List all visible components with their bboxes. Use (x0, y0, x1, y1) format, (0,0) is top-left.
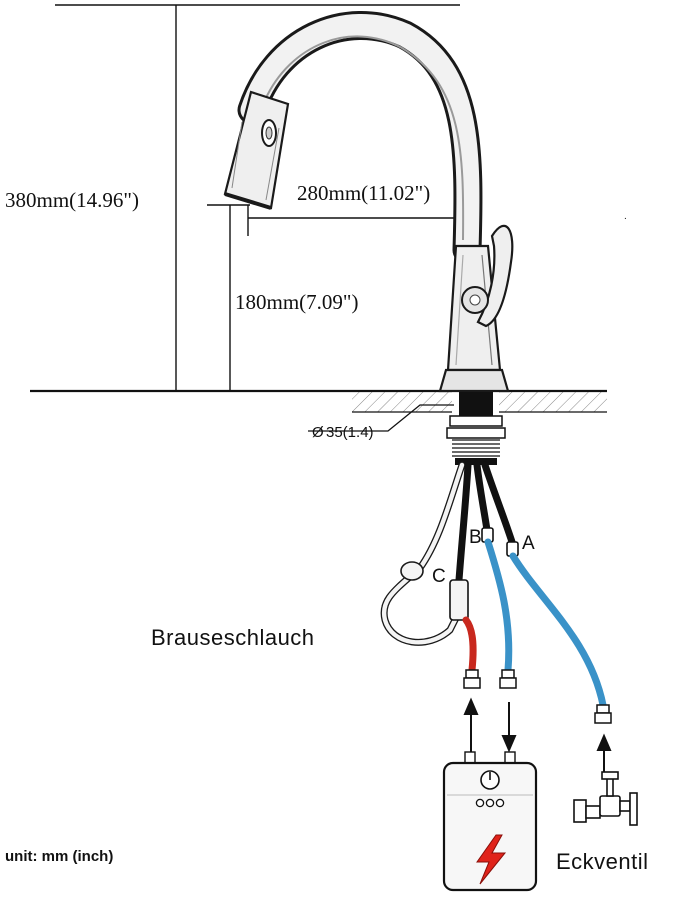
arrow-up-icon (596, 733, 612, 775)
tee-connector (449, 579, 469, 621)
spray-head-face (224, 192, 272, 210)
mounting-shank (459, 392, 493, 416)
cold-hose-a (509, 552, 607, 709)
cold-hose-b (484, 538, 513, 674)
hole-diameter-callout: Ø 35(1.4) (308, 404, 454, 441)
hot-hose (462, 616, 477, 674)
arrow-up-icon (463, 697, 479, 752)
hose-label-a: A (522, 533, 535, 554)
shank-washer (449, 415, 503, 427)
spout-height-label: 180mm(7.09") (235, 290, 358, 314)
spout-highlight (264, 35, 465, 241)
pull-out-hose-caption: Brauseschlauch (151, 625, 315, 650)
hose-c-shank (455, 461, 472, 584)
angle-valve-caption: Eckventil (556, 849, 649, 874)
lever-handle (476, 224, 514, 328)
spout-gooseneck-inner (240, 14, 480, 262)
hose-end-fittings (463, 669, 612, 724)
stray-dot: . (624, 211, 627, 222)
water-heater-icon (442, 751, 538, 892)
shank-bottom (455, 458, 497, 465)
hole-diameter-label: 35(1.4) (326, 424, 374, 441)
countertop (30, 389, 607, 413)
hose-weight (400, 561, 424, 581)
spray-head (223, 90, 290, 210)
hose-b-shank (473, 461, 491, 534)
unit-note: unit: mm (inch) (5, 848, 113, 865)
shank-nut (446, 427, 506, 439)
total-height-label: 380mm(14.96") (5, 188, 139, 212)
dimension-lines (55, 4, 470, 390)
lightning-bolt-icon (476, 834, 507, 885)
faucet-icon (223, 11, 514, 465)
hose-label-b: B (469, 527, 482, 548)
faucet-base (438, 368, 510, 393)
shank-threads (452, 439, 500, 457)
angle-valve-icon (573, 771, 638, 826)
diameter-symbol-icon: Ø (312, 424, 324, 441)
reach-label: 280mm(11.02") (297, 181, 430, 205)
hose-label-c: C (432, 566, 446, 587)
hose-a-shank (481, 461, 517, 549)
heater-indicators (475, 798, 505, 808)
flow-arrows (463, 697, 612, 775)
hoses (380, 461, 612, 724)
arrow-down-icon (501, 702, 517, 753)
